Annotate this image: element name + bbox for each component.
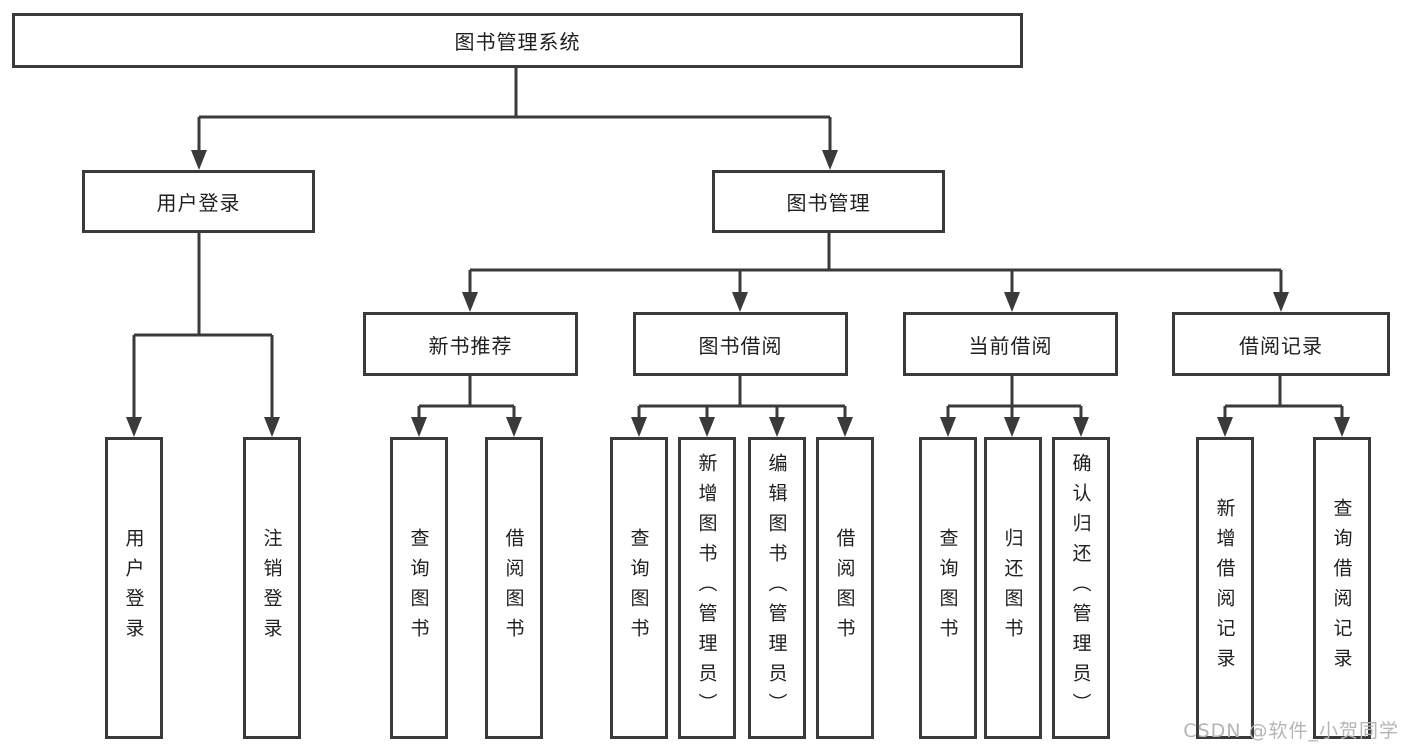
arrow-down-icon bbox=[1217, 417, 1233, 437]
arrow-down-icon bbox=[837, 417, 853, 437]
arrow-down-icon bbox=[631, 417, 647, 437]
node-root: 图书管理系统 bbox=[12, 13, 1023, 68]
connector-book-borrow-branch bbox=[637, 376, 847, 419]
leaf-query-books-borrow: 查询图书 bbox=[610, 437, 668, 739]
leaf-user-login: 用户登录 bbox=[105, 437, 163, 739]
node-current-borrow: 当前借阅 bbox=[903, 312, 1118, 376]
csdn-watermark: CSDN @软件_小贺同学 bbox=[1183, 720, 1399, 742]
leaf-add-book-admin: 新增图书（管理员） bbox=[678, 437, 736, 739]
leaf-edit-book-admin: 编辑图书（管理员） bbox=[748, 437, 806, 739]
arrow-down-icon bbox=[1273, 292, 1289, 312]
leaf-query-borrow-record: 查询借阅记录 bbox=[1313, 437, 1371, 739]
arrow-down-icon bbox=[769, 417, 785, 437]
arrow-down-icon bbox=[1073, 417, 1089, 437]
leaf-query-books-current: 查询图书 bbox=[919, 437, 977, 739]
arrow-down-icon bbox=[126, 417, 142, 437]
arrow-down-icon bbox=[264, 417, 280, 437]
leaf-query-books-recommend: 查询图书 bbox=[390, 437, 448, 739]
arrow-down-icon bbox=[699, 417, 715, 437]
arrow-down-icon bbox=[1004, 292, 1020, 312]
connector-borrow-records-branch bbox=[1223, 376, 1344, 419]
leaf-confirm-return-admin: 确认归还（管理员） bbox=[1052, 437, 1110, 739]
node-borrow-records: 借阅记录 bbox=[1172, 312, 1390, 376]
arrow-down-icon bbox=[506, 417, 522, 437]
connector-root-to-level2 bbox=[197, 68, 832, 152]
arrow-down-icon bbox=[411, 417, 427, 437]
connector-current-borrow-branch bbox=[946, 376, 1083, 419]
connector-user-login-branch bbox=[132, 233, 274, 419]
arrow-down-icon bbox=[940, 417, 956, 437]
arrow-down-icon bbox=[191, 150, 207, 170]
connector-book-management-branch bbox=[468, 233, 1283, 294]
node-user-login: 用户登录 bbox=[82, 170, 315, 233]
leaf-return-book: 归还图书 bbox=[984, 437, 1042, 739]
arrow-down-icon bbox=[822, 150, 838, 170]
node-book-borrow: 图书借阅 bbox=[633, 312, 848, 376]
node-book-management: 图书管理 bbox=[712, 170, 945, 233]
arrow-down-icon bbox=[1334, 417, 1350, 437]
arrow-down-icon bbox=[1004, 417, 1020, 437]
connector-new-book-recommend-branch bbox=[417, 376, 516, 419]
arrow-down-icon bbox=[732, 292, 748, 312]
leaf-logout-login: 注销登录 bbox=[243, 437, 301, 739]
leaf-add-borrow-record: 新增借阅记录 bbox=[1196, 437, 1254, 739]
arrow-down-icon bbox=[462, 292, 478, 312]
node-new-book-recommend: 新书推荐 bbox=[363, 312, 578, 376]
leaf-borrow-books: 借阅图书 bbox=[816, 437, 874, 739]
leaf-borrow-books-recommend: 借阅图书 bbox=[485, 437, 543, 739]
